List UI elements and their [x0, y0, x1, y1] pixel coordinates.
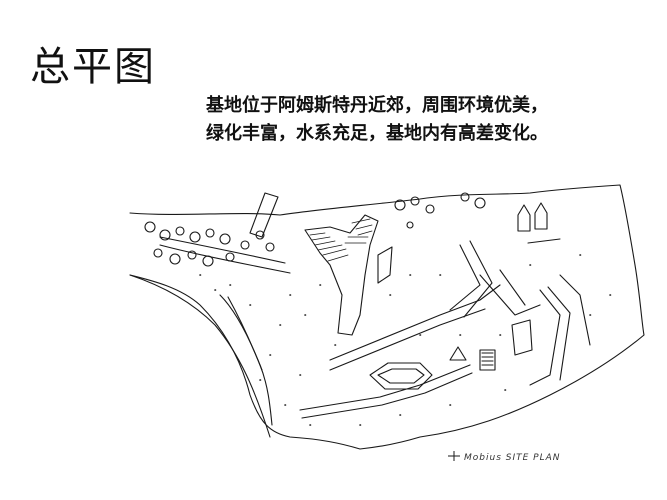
- site-plan-sketch: Mobius SITE PLAN: [129, 184, 645, 463]
- hexagon-pond: [369, 362, 433, 390]
- footpath: [329, 284, 501, 361]
- texture-dots: [199, 254, 612, 426]
- description-line-1: 基地位于阿姆斯特丹近郊，周围环境优美，: [206, 95, 548, 116]
- description-line-2: 绿化丰富，水系充足，基地内有高差变化。: [206, 123, 548, 144]
- river-edge: [129, 274, 271, 438]
- slide-title: 总平图: [30, 44, 156, 90]
- pavilion-a: [449, 346, 467, 361]
- tree-cluster-top: [394, 192, 486, 229]
- road: [159, 244, 291, 274]
- plan-caption-text: Mobius SITE PLAN: [464, 453, 560, 463]
- building-upper-right: [517, 204, 531, 232]
- tree-cluster-left: [144, 221, 275, 267]
- main-building: [304, 214, 379, 336]
- site-description: 基地位于阿姆斯特丹近郊，周围环境优美， 绿化丰富，水系充足，基地内有高差变化。: [206, 92, 626, 148]
- plan-caption: Mobius SITE PLAN: [448, 451, 560, 463]
